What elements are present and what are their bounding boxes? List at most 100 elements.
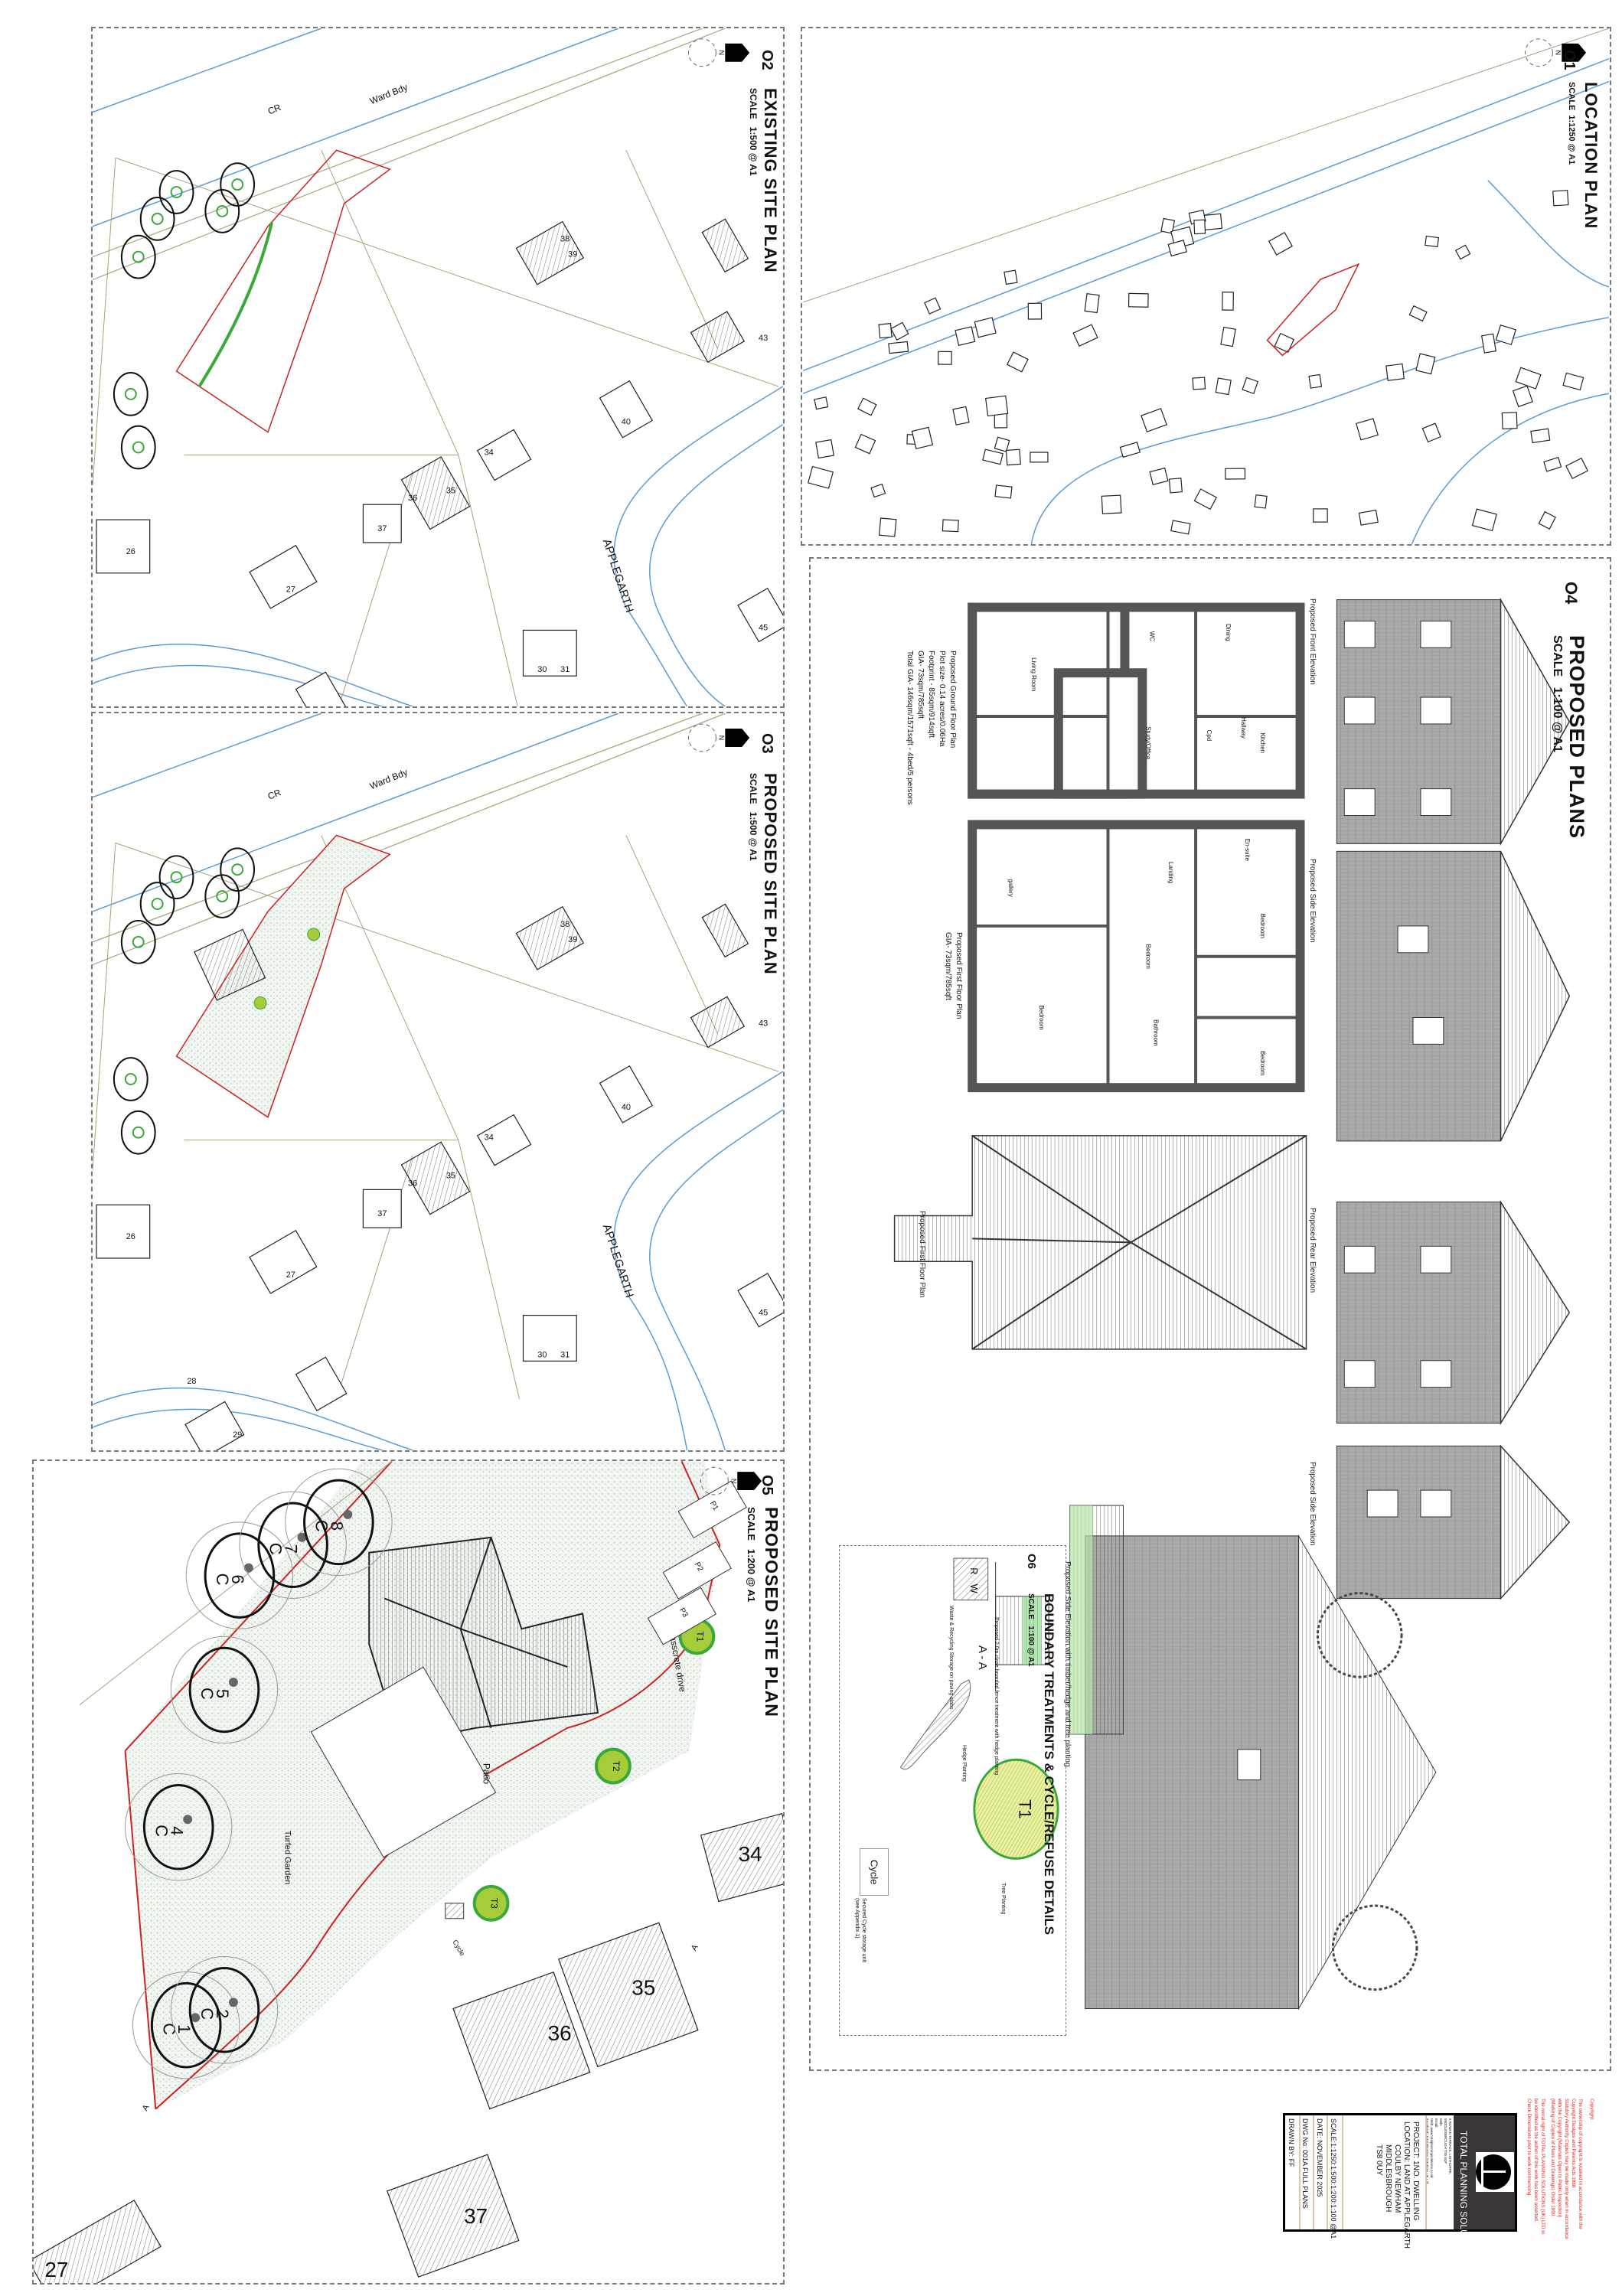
building-outline xyxy=(737,587,783,643)
window xyxy=(1420,696,1452,725)
side-elevation xyxy=(1336,1445,1502,1600)
house-number: 30 xyxy=(537,665,547,674)
building-outline xyxy=(1170,520,1191,535)
plot-boundary xyxy=(458,455,518,706)
panel-scale: SCALE 1:1250 @ A1 xyxy=(1567,82,1576,165)
room-label: Bedroom xyxy=(1259,914,1266,939)
location-plan-map: N xyxy=(802,28,1610,544)
date-field: DATE: NOVEMBER 2025 xyxy=(1316,2118,1323,2197)
building-outline xyxy=(857,397,877,416)
building-outline xyxy=(515,905,585,970)
house-number: 30 xyxy=(537,1350,547,1359)
road-edge xyxy=(93,664,383,706)
tree-number: 2 xyxy=(213,2009,232,2018)
building-outline xyxy=(476,429,532,481)
house-number: 34 xyxy=(485,448,494,457)
tree-category: C xyxy=(159,2023,178,2035)
company-name: TOTAL PLANNING SOLUTIONS (UK) xyxy=(1458,2131,1469,2286)
building-outline xyxy=(400,1141,471,1215)
road-label: Ward Bdy xyxy=(368,82,409,106)
road-label: CR xyxy=(266,102,283,117)
tree-canopy xyxy=(204,874,240,918)
cycle-caption: Secured Cycle storage unit(see Appendix … xyxy=(854,1898,866,1963)
tree-root-zone xyxy=(170,1636,279,1744)
building-outline xyxy=(888,341,909,354)
panel-number-circle xyxy=(1525,38,1553,67)
road-edge xyxy=(649,424,783,706)
tree-trunk xyxy=(343,1509,353,1519)
road-edge xyxy=(1030,317,1610,544)
project-details: PROJECT: 1NO. DWELLING LOCATION: LAND AT… xyxy=(1375,2122,1420,2249)
building-outline xyxy=(1415,353,1436,375)
room-label: gallery xyxy=(1007,879,1014,896)
building-outline xyxy=(1308,373,1323,389)
building-outline xyxy=(1530,428,1551,444)
divider xyxy=(1425,2115,1427,2229)
tree-elevation xyxy=(1331,1904,1418,1991)
building-outline xyxy=(1471,508,1497,532)
road-edge xyxy=(93,713,321,798)
building-outline xyxy=(476,1114,532,1166)
building-outline xyxy=(599,380,654,439)
building-outline xyxy=(184,1401,245,1450)
panel-number: O5 xyxy=(759,1475,775,1495)
hedge-section xyxy=(1022,1596,1042,1665)
building-outline xyxy=(1274,332,1295,354)
car-icon xyxy=(647,1587,717,1645)
room-label: Landing xyxy=(1167,862,1174,883)
parking-label: P1 xyxy=(708,1500,720,1512)
building-outline xyxy=(985,395,1009,417)
car-icon xyxy=(662,1541,732,1600)
road-edge xyxy=(93,1408,383,1450)
north-arrow-icon xyxy=(737,1472,762,1491)
tree-icon xyxy=(132,250,145,263)
tree-number: 5 xyxy=(213,1689,232,1698)
house-number: 40 xyxy=(622,418,631,427)
building-outline xyxy=(1565,457,1589,480)
road-edge xyxy=(93,28,619,227)
building-outline xyxy=(994,436,1010,452)
building-outline xyxy=(1562,372,1584,391)
tree-canopy xyxy=(113,1057,148,1101)
room-label: Study/Office xyxy=(1144,726,1151,760)
panel-title: PROPOSED SITE PLAN xyxy=(761,773,780,975)
building-outline xyxy=(515,220,585,285)
side-elevation xyxy=(1336,850,1502,1142)
building-outline xyxy=(737,1273,783,1328)
room-label: Bedroom xyxy=(1259,1051,1266,1076)
house-number: 34 xyxy=(485,1133,494,1143)
building-outline xyxy=(1242,377,1259,394)
road-edge xyxy=(613,1071,783,1450)
tree-icon xyxy=(231,178,244,191)
building-outline xyxy=(1192,377,1206,390)
window xyxy=(1343,620,1376,648)
elevation-caption: Proposed Rear Elevation xyxy=(1308,1208,1317,1293)
panel-number: O4 xyxy=(1562,582,1581,605)
new-tree-label: T3 xyxy=(489,1898,500,1909)
elevation-roof xyxy=(1298,1534,1437,2011)
plot-boundary xyxy=(93,843,116,1171)
room-label: Dining xyxy=(1225,624,1232,641)
building-outline xyxy=(890,321,909,341)
building-outline xyxy=(1358,509,1379,526)
building-outline xyxy=(1481,333,1496,354)
company-logo xyxy=(1476,2152,1514,2192)
room-label: En-suite xyxy=(1244,839,1251,862)
road-edge xyxy=(93,28,703,258)
site-boundary xyxy=(175,834,391,1118)
tree-trunk xyxy=(243,1563,253,1573)
tree-icon xyxy=(124,387,137,400)
garden-label: Turfed Garden xyxy=(283,1831,292,1885)
building-outline xyxy=(1220,326,1236,347)
bin-label: R xyxy=(968,1567,980,1574)
window xyxy=(1366,1489,1398,1518)
building-outline xyxy=(1421,422,1441,443)
window xyxy=(1412,1016,1444,1045)
building-outline xyxy=(1408,305,1428,322)
building-outline xyxy=(1552,190,1569,207)
house-number: 45 xyxy=(759,1309,768,1318)
existing-site-map: Ward BdyCRAPPLEGARTH38394340343536372726… xyxy=(93,28,783,706)
hedge-planting-icon xyxy=(899,1679,971,1770)
